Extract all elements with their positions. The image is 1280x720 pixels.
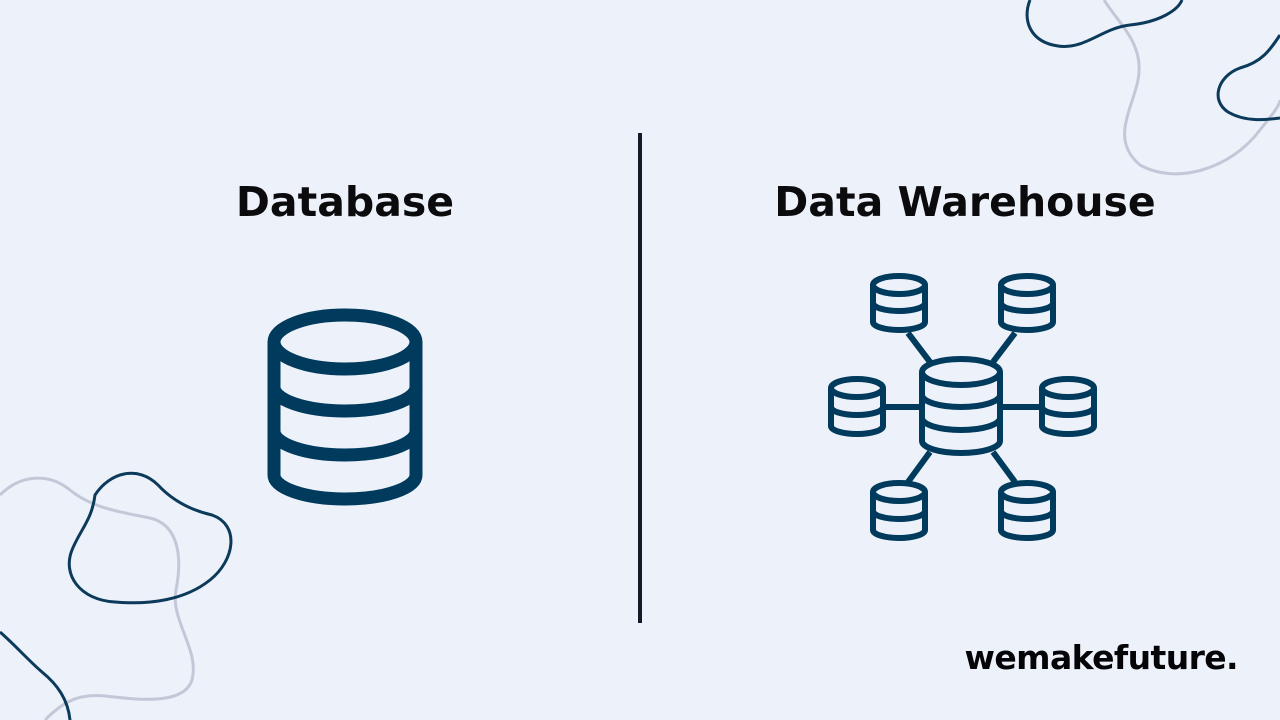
central-database-icon xyxy=(919,356,1003,456)
satellite-database-icon-right xyxy=(1039,376,1097,437)
connector-bottom-right xyxy=(990,450,1018,484)
satellite-database-icon-bottom-right xyxy=(998,480,1056,541)
brand-logo: wemakefuture. xyxy=(964,638,1239,677)
connector-top-right xyxy=(990,331,1018,364)
decor-blob-right-edge-dark xyxy=(1216,34,1280,122)
satellite-database-icon-bottom-left xyxy=(870,480,928,541)
database-icon xyxy=(267,308,423,506)
decor-blob-bottom-left-dark-tail xyxy=(0,630,72,720)
vertical-divider xyxy=(638,133,642,623)
database-title: Database xyxy=(235,178,455,226)
data-warehouse-network-icon xyxy=(828,273,1097,541)
decor-blob-bottom-left-light xyxy=(0,476,195,720)
decor-blob-top-right-dark xyxy=(1025,0,1184,48)
connector-bottom-left xyxy=(905,450,933,484)
satellite-database-icon-top-right xyxy=(998,273,1056,333)
satellite-database-icon-top-left xyxy=(870,273,928,333)
decor-blob-top-right-light xyxy=(1102,0,1280,176)
satellite-database-icon-left xyxy=(828,376,886,437)
connector-top-left xyxy=(905,331,933,364)
data-warehouse-title: Data Warehouse xyxy=(774,178,1156,226)
decor-blob-bottom-left-dark xyxy=(67,471,233,605)
